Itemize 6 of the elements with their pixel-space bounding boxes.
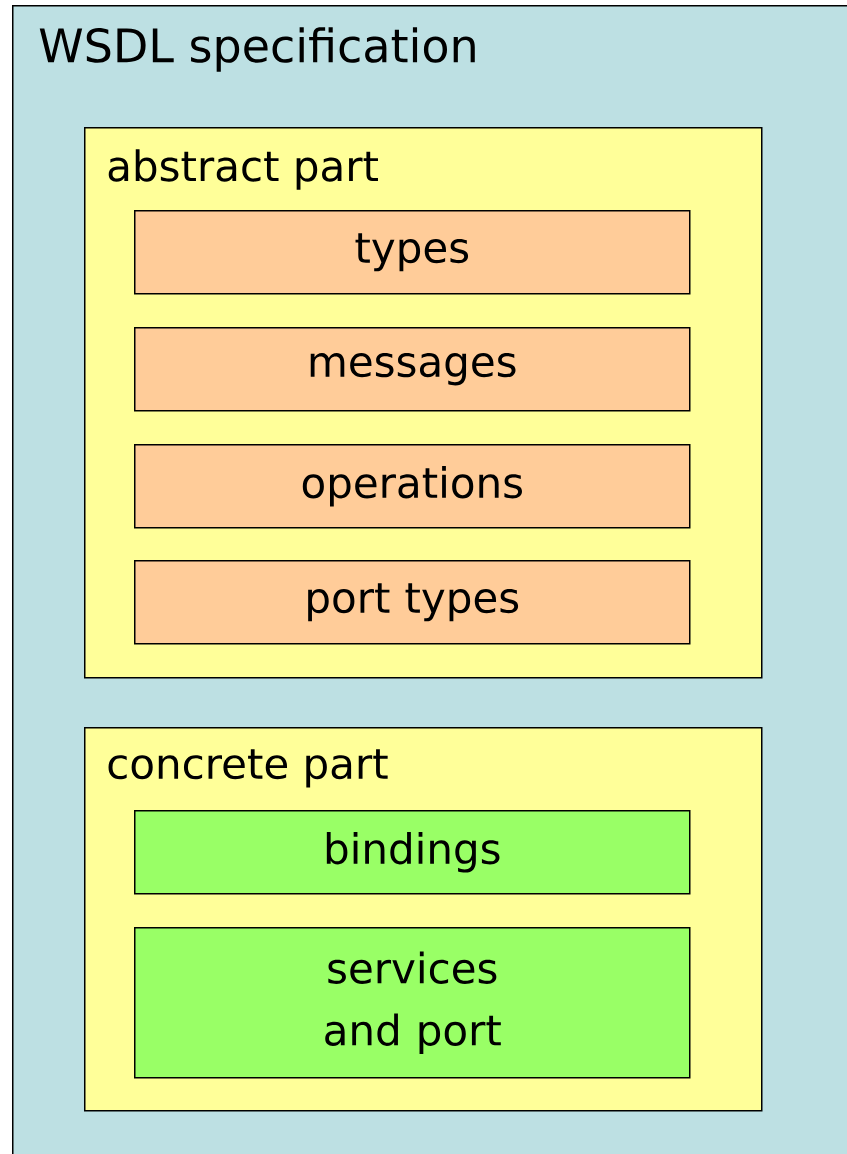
item-box: bindings (134, 810, 691, 895)
item-box: types (134, 210, 691, 295)
item-box: port types (134, 560, 691, 645)
item-box: services and port (134, 927, 691, 1079)
item-box: operations (134, 444, 691, 529)
item-box: messages (134, 327, 691, 412)
